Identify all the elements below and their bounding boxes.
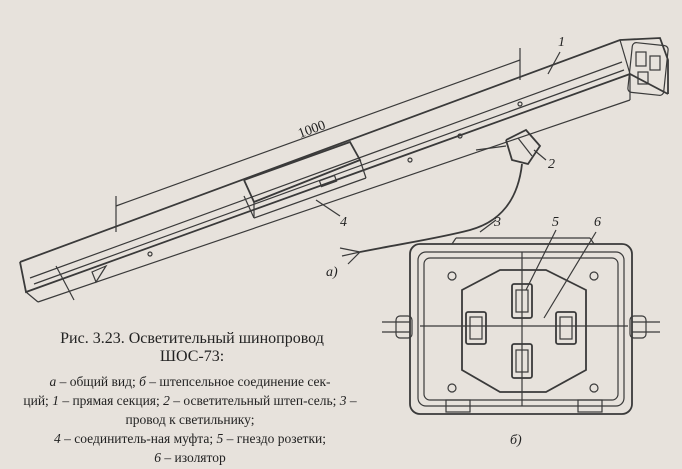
label-3: 3 — [493, 215, 501, 230]
caption-title-line-1: Рис. 3.23. Осветительный шинопровод — [60, 330, 324, 347]
caption-text: – изолятор — [161, 450, 226, 465]
label-6: 6 — [594, 215, 601, 230]
caption-key: а — [49, 374, 57, 389]
busway-general-view: 1000 1 2 3 4 а) — [19, 35, 669, 303]
caption-text: – прямая секция; — [58, 393, 164, 408]
view-b-label: б) — [510, 433, 522, 448]
caption-key: б — [139, 374, 146, 389]
caption-key: 3 — [339, 393, 347, 408]
figure-caption-title: Рис. 3.23. Осветительный шинопровод ШОС-… — [22, 330, 362, 366]
caption-title-line-2: ШОС-73: — [159, 348, 225, 365]
caption-text: – осветительный штеп- — [169, 393, 308, 408]
socket-connection-view: 5 6 б) — [382, 215, 660, 448]
caption-text: сель; — [307, 393, 340, 408]
label-4: 4 — [340, 215, 347, 230]
dimension-label: 1000 — [296, 118, 327, 142]
label-5: 5 — [552, 215, 559, 230]
caption-key: 5 — [216, 431, 224, 446]
label-1: 1 — [558, 35, 565, 50]
caption-text: – соединитель- — [60, 431, 151, 446]
figure-caption-description: а – общий вид; б – штепсельное соединени… — [10, 372, 370, 467]
caption-key: 2 — [163, 393, 170, 408]
caption-text: – гнездо розетки; — [223, 431, 326, 446]
label-2: 2 — [548, 157, 555, 172]
caption-key: 6 — [154, 450, 162, 465]
caption-text: ций; — [23, 393, 53, 408]
caption-key: 4 — [54, 431, 61, 446]
caption-key: 1 — [52, 393, 59, 408]
caption-text: – общий вид; — [56, 374, 140, 389]
caption-text: – штепсельное соединение сек- — [145, 374, 331, 389]
caption-text: – провод к светильнику; — [125, 393, 357, 427]
caption-text: ная муфта; — [150, 431, 217, 446]
view-a-label: а) — [326, 265, 338, 280]
